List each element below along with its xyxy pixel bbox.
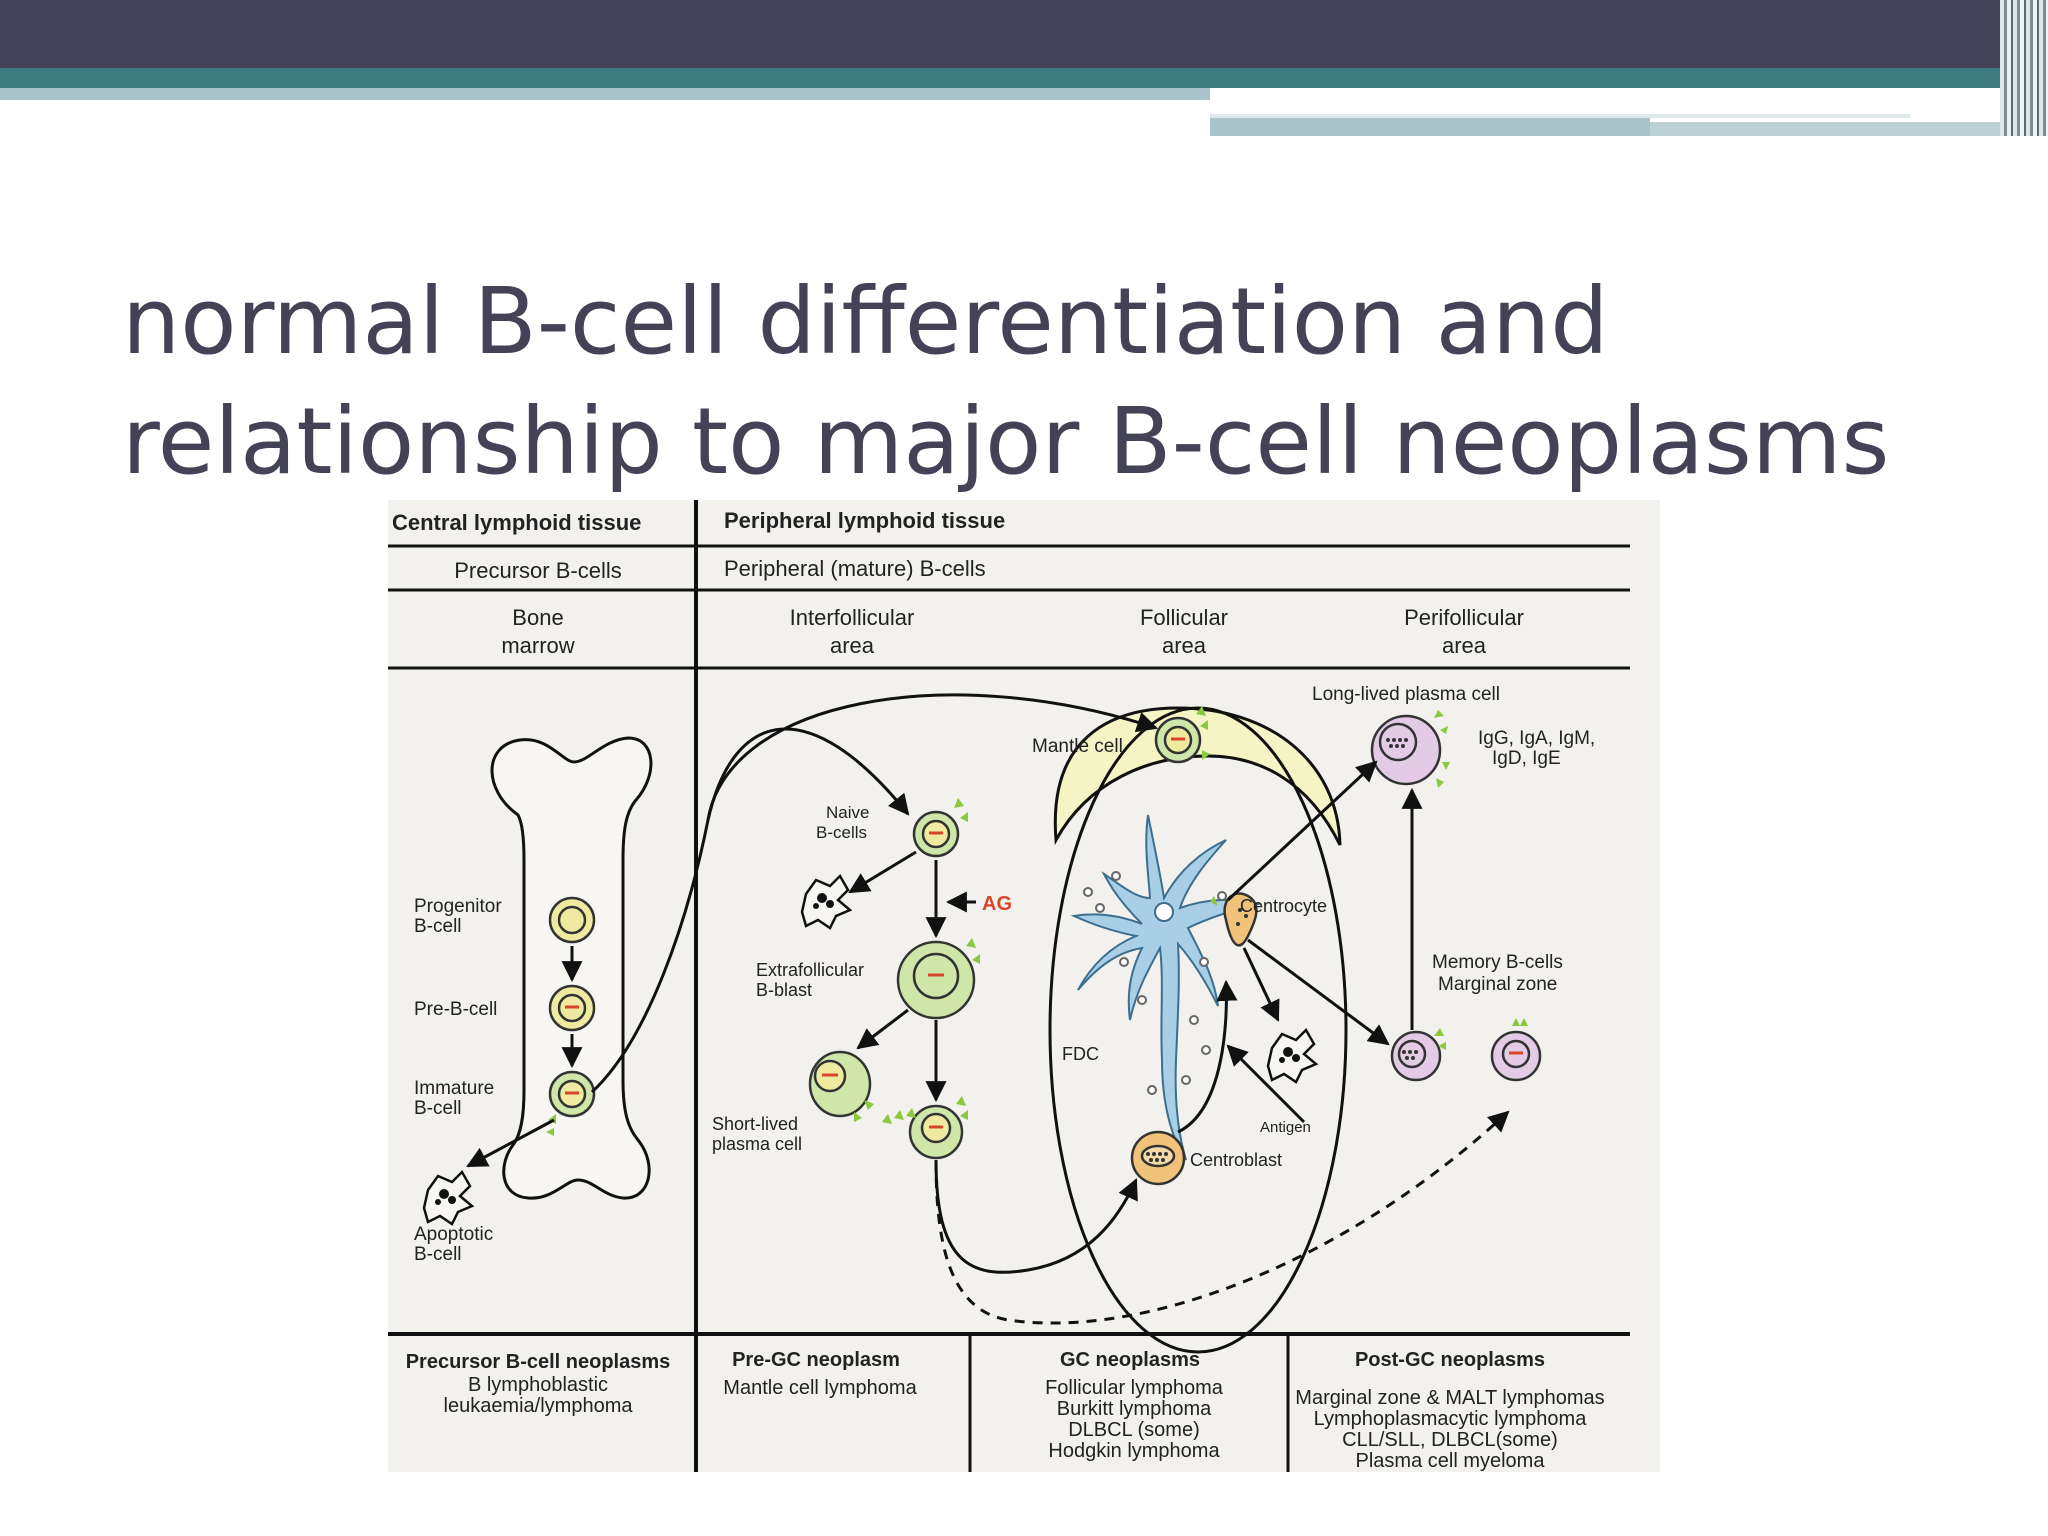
label-mantle-cell: Mantle cell: [1032, 736, 1123, 757]
label-extrafollicular-2: B-blast: [756, 980, 812, 1000]
area-foll-2: area: [1162, 633, 1207, 658]
area-inter-1: Interfollicular: [790, 605, 915, 630]
corner-stripes: [2000, 0, 2048, 136]
progenitor-nucleus: [557, 905, 587, 935]
area-inter-2: area: [830, 633, 875, 658]
top-bar: [0, 0, 2048, 68]
differentiation-arrows: [466, 693, 1423, 1274]
neoplasm-postgc-3: CLL/SLL, DLBCL(some): [1342, 1429, 1558, 1451]
header-peripheral: Peripheral lymphoid tissue: [724, 508, 1005, 533]
accent-bar-light: [0, 88, 1210, 100]
neoplasm-gc-4: Hodgkin lymphoma: [1048, 1440, 1220, 1462]
mantle-zone: [1053, 706, 1342, 846]
memory-path-dashed: [934, 1110, 1510, 1325]
area-bone-1: Bone: [512, 605, 563, 630]
neoplasm-postgc-head: Post-GC neoplasms: [1355, 1349, 1545, 1371]
header-precursor: Precursor B-cells: [454, 558, 621, 583]
centroblast-nucleus: [1140, 1144, 1176, 1168]
neoplasm-postgc-1: Marginal zone & MALT lymphomas: [1295, 1387, 1604, 1409]
header-mature: Peripheral (mature) B-cells: [724, 556, 986, 581]
label-memory-2: Marginal zone: [1438, 974, 1557, 995]
label-memory-1: Memory B-cells: [1432, 952, 1563, 973]
apoptotic-fragments: [435, 893, 1300, 1205]
neoplasm-gc-3: DLBCL (some): [1068, 1419, 1200, 1441]
apoptotic-cell-marrow: [422, 1169, 475, 1226]
label-long-lived-plasma: Long-lived plasma cell: [1312, 684, 1500, 705]
slide-title-line-1: normal B-cell differentiation and: [122, 268, 1609, 375]
label-extrafollicular-1: Extrafollicular: [756, 960, 864, 980]
apoptotic-cell-follicular: [1266, 1027, 1319, 1084]
label-centroblast: Centroblast: [1190, 1150, 1282, 1170]
label-progenitor-1: Progenitor: [414, 896, 502, 917]
neoplasm-precursor-head: Precursor B-cell neoplasms: [406, 1351, 671, 1373]
plasma-nucleus: [1378, 722, 1418, 762]
neoplasm-pregc-head: Pre-GC neoplasm: [732, 1349, 900, 1371]
neoplasm-postgc-4: Plasma cell myeloma: [1356, 1450, 1546, 1472]
label-short-lived-2: plasma cell: [712, 1134, 802, 1154]
label-pre-b: Pre-B-cell: [414, 999, 497, 1020]
neoplasm-precursor-2: leukaemia/lymphoma: [444, 1395, 634, 1417]
label-short-lived-1: Short-lived: [712, 1114, 798, 1134]
label-centrocyte: Centrocyte: [1240, 896, 1327, 916]
neoplasm-gc-head: GC neoplasms: [1060, 1349, 1200, 1371]
label-ig-2: IgD, IgE: [1492, 748, 1561, 769]
accent-bar: [0, 68, 2048, 88]
area-bone-2: marrow: [501, 633, 574, 658]
label-apoptotic-2: B-cell: [414, 1244, 462, 1265]
label-apoptotic-1: Apoptotic: [414, 1224, 493, 1245]
accent-line: [1210, 104, 1910, 118]
fdc-nucleus: [1154, 902, 1174, 922]
label-immature-2: B-cell: [414, 1098, 462, 1119]
apoptotic-cell-interfollicular: [800, 873, 853, 930]
neoplasm-postgc-2: Lymphoplasmacytic lymphoma: [1314, 1408, 1588, 1430]
label-ag: AG: [982, 893, 1012, 915]
neoplasm-gc-2: Burkitt lymphoma: [1057, 1398, 1212, 1420]
slide-title: normal B-cell differentiation and relati…: [122, 262, 1962, 502]
label-progenitor-2: B-cell: [414, 916, 462, 937]
neoplasm-pregc-1: Mantle cell lymphoma: [723, 1377, 917, 1399]
area-peri-2: area: [1442, 633, 1487, 658]
header-central: Central lymphoid tissue: [392, 510, 641, 535]
label-naive-2: B-cells: [816, 823, 867, 842]
label-fdc: FDC: [1062, 1044, 1099, 1064]
nucleus-markers: [565, 737, 1523, 1129]
b-cell-diagram: Central lymphoid tissue Peripheral lymph…: [388, 500, 1660, 1472]
slide-title-line-2: relationship to major B-cell neoplasms: [122, 388, 1890, 495]
neoplasm-precursor-1: B lymphoblastic: [468, 1374, 608, 1396]
label-immature-1: Immature: [414, 1078, 494, 1099]
area-foll-1: Follicular: [1140, 605, 1228, 630]
neoplasm-gc-1: Follicular lymphoma: [1045, 1377, 1224, 1399]
table-grid: [388, 500, 1630, 1472]
follicle-outline: [1048, 706, 1348, 1354]
label-antigen: Antigen: [1260, 1119, 1311, 1136]
chromatin-dots: [1146, 738, 1418, 1162]
area-peri-1: Perifollicular: [1404, 605, 1524, 630]
accent-bar-right-end: [1650, 122, 2000, 136]
accent-bar-right: [1210, 118, 1650, 136]
label-naive-1: Naive: [826, 803, 869, 822]
memory-nucleus: [1397, 1039, 1427, 1069]
label-ig-1: IgG, IgA, IgM,: [1478, 728, 1595, 749]
